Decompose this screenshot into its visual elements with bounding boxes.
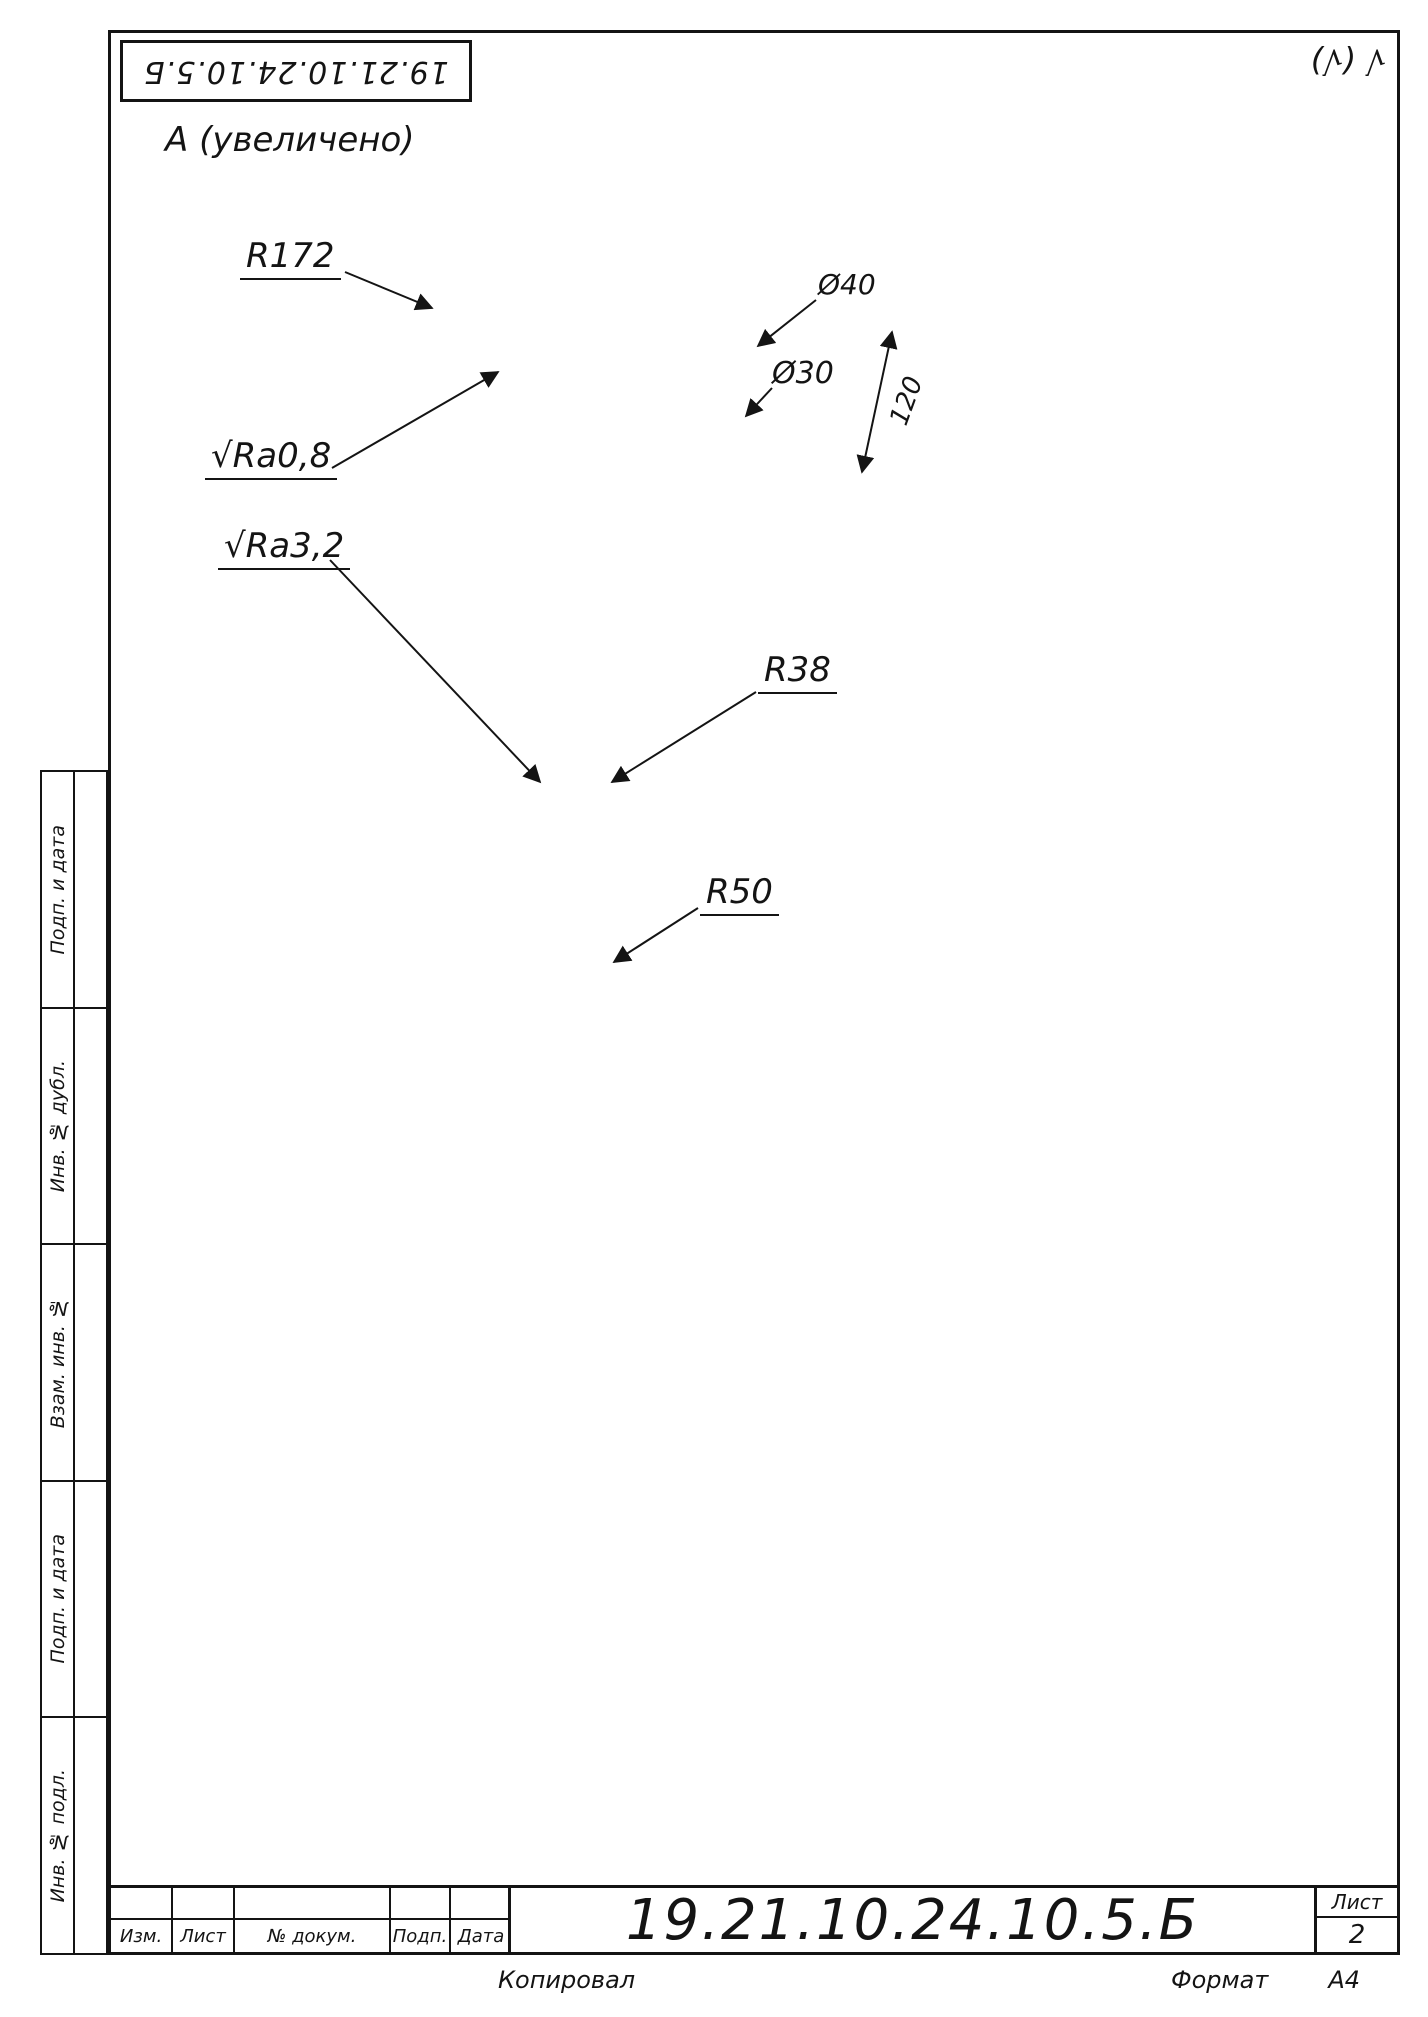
diameter-callout-d30: Ø30 [772,356,834,391]
revision-cell-empty [235,1888,391,1920]
revision-header-list: Лист [173,1920,235,1952]
strip-label: Подп. и дата [46,824,69,955]
strip-section-inv-podl: Инв. № подл. [40,1716,108,1955]
revision-header-data: Дата [457,1925,505,1947]
revision-header-docnum: № докум. [235,1920,391,1952]
footer: Копировал Формат А4 [108,1966,1400,1994]
roughness-callout-ra32: √Ra3,2 [218,526,351,570]
strip-label: Взам. инв. № [46,1296,69,1429]
radius-callout-r172: R172 [240,236,341,280]
strip-section-podp-i-data-2: Подп. и дата [40,1479,108,1719]
signature-strip: Подп. и дата Инв. № дубл. Взам. инв. № П… [40,770,108,1955]
revision-cell-empty [173,1888,235,1920]
title-block: Изм. Лист № докум. Подп. Дата 19.21.10.2… [108,1885,1400,1955]
strip-signature-cell [75,1718,106,1953]
strip-section-inv-dubl: Инв. № дубл. [40,1006,108,1246]
diameter-callout-d40: Ø40 [818,268,876,301]
revision-header-podp: Подп. [391,1920,451,1952]
view-label: А (увеличено) [165,120,415,160]
revision-cell-empty [451,1888,511,1920]
doc-number: 19.21.10.24.10.5.Б [625,1887,1200,1953]
radius-callout-r38: R38 [758,650,837,694]
format-label: Формат [1170,1966,1269,1994]
strip-section-vzam-inv: Взам. инв. № [40,1243,108,1482]
surface-roughness-icon: √ (√) [1310,42,1386,80]
revision-cell-empty [391,1888,451,1920]
strip-signature-cell [75,772,106,1007]
doc-number-cell: 19.21.10.24.10.5.Б [511,1887,1317,1953]
strip-signature-cell [75,1009,106,1244]
format-value: А4 [1328,1966,1360,1994]
revision-cell-empty [111,1888,173,1920]
flipped-designation-stamp: 19.21.10.24.10.5.Б [120,40,472,102]
strip-label: Инв. № дубл. [46,1059,69,1193]
strip-label: Инв. № подл. [46,1768,69,1903]
strip-label: Подп. и дата [46,1534,69,1664]
sheet-frame [108,30,1400,1955]
sheet-number: 2 [1348,1920,1366,1951]
sheet-cell: Лист 2 [1317,1888,1397,1952]
revision-table: Изм. Лист № докум. Подп. Дата [111,1888,511,1952]
revision-header-izm: Изм. [111,1920,173,1952]
strip-section-podp-i-data-1: Подп. и дата [40,770,108,1009]
radius-callout-r50: R50 [700,872,779,916]
strip-signature-cell [75,1245,106,1480]
sheet-label: Лист [1317,1888,1397,1919]
copied-label: Копировал [498,1966,636,1994]
strip-signature-cell [75,1482,106,1717]
roughness-callout-ra08: √Ra0,8 [205,436,338,480]
flipped-doc-number: 19.21.10.24.10.5.Б [143,53,449,89]
